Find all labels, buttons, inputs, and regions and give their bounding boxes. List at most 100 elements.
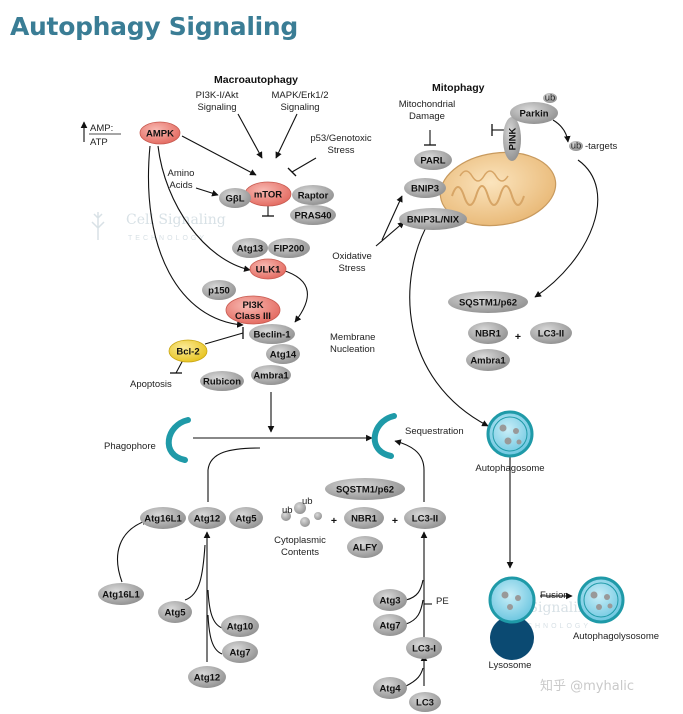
svg-text:TECHNOLOGY: TECHNOLOGY	[512, 623, 591, 630]
svg-text:GβL: GβL	[226, 194, 245, 205]
plus-sign-2: +	[392, 515, 398, 527]
svg-text:FIP200: FIP200	[274, 244, 305, 255]
ub-tag-parkin: ub	[543, 93, 557, 104]
rubicon-node: Rubicon	[200, 371, 244, 391]
beclin1-node: Beclin-1	[249, 324, 295, 344]
svg-text:Atg14: Atg14	[270, 350, 297, 361]
mitophagy-header: Mitophagy	[432, 82, 485, 94]
gbl-node: GβL	[219, 188, 251, 208]
phagophore-label: Phagophore	[104, 441, 156, 452]
atg12-node: Atg12	[188, 666, 226, 688]
svg-text:LC3-II: LC3-II	[538, 329, 564, 340]
svg-text:Cell Signaling: Cell Signaling	[126, 212, 226, 228]
sqstm1-node: SQSTM1/p62	[325, 478, 405, 500]
svg-text:Parkin: Parkin	[519, 109, 548, 120]
bnip3l-node: BNIP3L/NIX	[399, 208, 467, 230]
apoptosis-label: Apoptosis	[130, 379, 172, 390]
svg-text:LC3-II: LC3-II	[412, 514, 438, 525]
phagophore-icon	[165, 417, 191, 463]
svg-text:ULK1: ULK1	[256, 265, 282, 276]
svg-text:Atg4: Atg4	[379, 684, 401, 695]
svg-text:p150: p150	[208, 286, 230, 297]
svg-text:SQSTM1/p62: SQSTM1/p62	[459, 298, 517, 309]
p150-node: p150	[202, 280, 236, 300]
svg-text:SQSTM1/p62: SQSTM1/p62	[336, 485, 394, 496]
bnip3-node: BNIP3	[404, 178, 446, 198]
svg-text:Atg7: Atg7	[379, 621, 400, 632]
svg-text:ub: ub	[571, 141, 582, 152]
svg-text:mTOR: mTOR	[254, 190, 282, 201]
lysosome-icon	[490, 616, 534, 660]
atg7-node-right: Atg7	[373, 614, 407, 636]
lc3i-node: LC3-I	[406, 637, 442, 659]
signal-edges	[116, 113, 599, 687]
fip200-node: FIP200	[268, 238, 310, 258]
svg-text:Atg12: Atg12	[194, 673, 220, 684]
macroautophagy-header: Macroautophagy	[214, 74, 298, 86]
autophagosome-icon	[486, 410, 534, 458]
svg-text:Atg13: Atg13	[237, 244, 263, 255]
atg7-node-left: Atg7	[222, 641, 258, 663]
atg12-complex-node: Atg12	[188, 507, 226, 529]
svg-text:TECHNOLOGY: TECHNOLOGY	[128, 235, 207, 242]
atg4-node: Atg4	[373, 677, 407, 699]
svg-text:Atg12: Atg12	[194, 514, 220, 525]
fusing-autophagosome-icon	[488, 576, 536, 624]
amp-atp-ratio: AMP: ATP	[80, 121, 121, 148]
svg-text:Atg5: Atg5	[164, 608, 186, 619]
svg-text:BNIP3L/NIX: BNIP3L/NIX	[407, 215, 460, 226]
svg-text:Atg3: Atg3	[379, 596, 400, 607]
atg10-node: Atg10	[221, 615, 259, 637]
svg-text:ALFY: ALFY	[353, 543, 378, 554]
mtor-node: mTOR	[244, 181, 292, 207]
svg-text:Bcl-2: Bcl-2	[176, 347, 199, 358]
lc3ii-mito-node: LC3-II	[530, 322, 572, 344]
svg-text:Rubicon: Rubicon	[203, 377, 241, 388]
atg13-node: Atg13	[232, 238, 268, 258]
svg-text:ub: ub	[282, 505, 293, 516]
ulk1-node: ULK1	[249, 258, 287, 280]
svg-text:-targets: -targets	[585, 141, 617, 152]
lc3-node: LC3	[409, 692, 441, 712]
cytoplasmic-contents-icon: ub ub	[281, 496, 322, 527]
sqstm1-mito-node: SQSTM1/p62	[448, 291, 528, 313]
ambra1-mito-node: Ambra1	[466, 349, 510, 371]
cst-watermark-top: Cell Signaling TECHNOLOGY	[91, 212, 226, 242]
atg16l1-node: Atg16L1	[98, 583, 144, 605]
pink-node: PINK	[503, 117, 521, 161]
svg-text:NBR1: NBR1	[351, 514, 378, 525]
pe-label: PE	[436, 596, 449, 607]
svg-text:PINK: PINK	[508, 128, 519, 151]
svg-text:Beclin-1: Beclin-1	[254, 330, 292, 341]
sequestration-cup-icon	[371, 413, 397, 459]
parkin-node: Parkin	[510, 102, 558, 124]
atg5-node: Atg5	[158, 601, 192, 623]
nbr1-mito-node: NBR1	[468, 322, 508, 344]
svg-text:ATP: ATP	[90, 137, 108, 148]
raptor-node: Raptor	[292, 185, 334, 205]
nbr1-node: NBR1	[344, 507, 384, 529]
bcl2-node: Bcl-2	[168, 339, 208, 363]
lysosome-label: Lysosome	[489, 660, 532, 671]
plus-sign: +	[515, 331, 521, 343]
plus-sign-1: +	[331, 515, 337, 527]
lc3ii-node: LC3-II	[404, 507, 446, 529]
pras40-node: PRAS40	[290, 205, 336, 225]
svg-text:ub: ub	[545, 93, 556, 104]
svg-text:Atg16L1: Atg16L1	[102, 590, 140, 601]
ambra1-macro-node: Ambra1	[251, 365, 291, 385]
atg16l1-complex-node: Atg16L1	[140, 507, 186, 529]
autophagolysosome-icon	[577, 576, 625, 624]
svg-text:Ambra1: Ambra1	[253, 371, 289, 382]
ub-targets: ub-targets	[569, 141, 617, 152]
svg-text:Atg7: Atg7	[229, 648, 250, 659]
svg-text:AMP:: AMP:	[90, 123, 113, 134]
